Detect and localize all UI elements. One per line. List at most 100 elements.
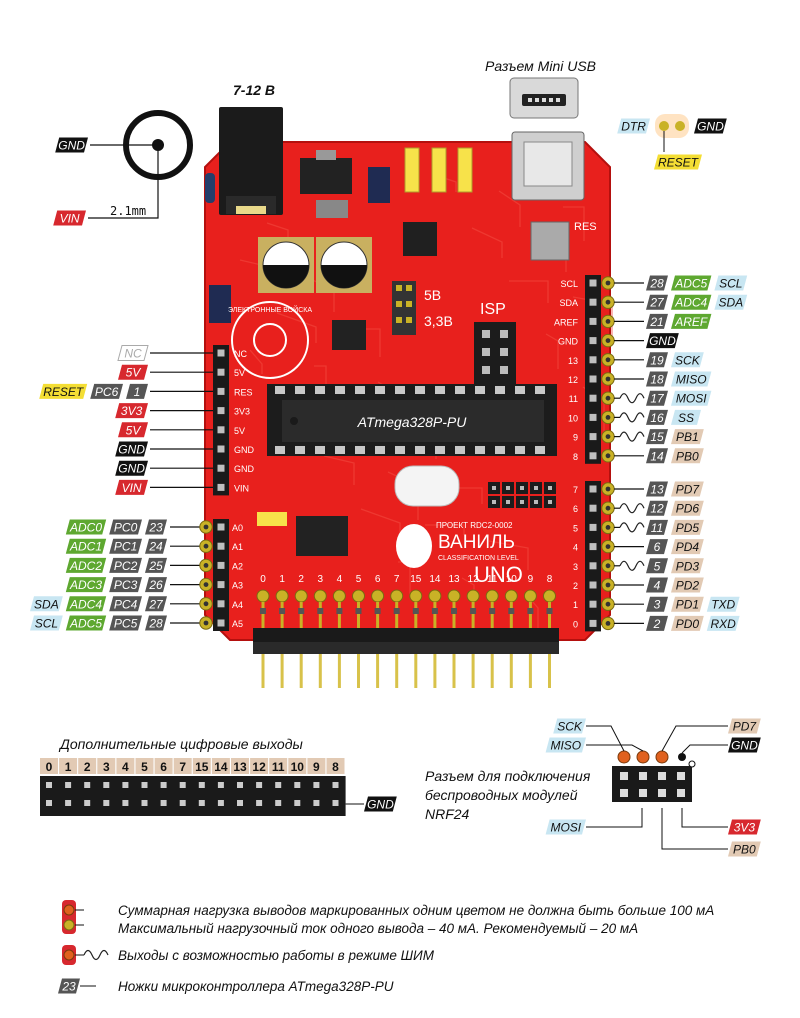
right-bot-silk-5: 2 [573,581,578,591]
right-bottom-labels-7-tag-0-shape [646,615,668,631]
bottom-pad-9 [428,589,442,603]
extra-num-13: 10 [291,760,305,774]
left-analog-5-tag-1-text: ADC5 [69,617,102,631]
bottom-pad-14 [523,589,537,603]
left-power-4-tag-0: 5V [118,422,148,438]
left-analog-pad-5-hole [203,620,209,626]
bottom-silk-8: 15 [410,574,422,585]
nrf-pd7-tag-0: PD7 [728,718,761,734]
bottom-silk-15: 8 [547,574,553,585]
left-power-2-tag-0-shape [39,383,88,399]
right-bot-silk-1: 6 [573,504,578,514]
bottom-pad-13 [504,589,518,603]
bottom-via-3 [317,608,324,614]
extra-pin-0-14 [313,782,320,788]
right-bottom-labels-0-tag-1-shape [671,481,704,497]
bottom-silk-12: 11 [487,574,498,585]
left-analog-5-tag-3: 28 [145,615,167,631]
right-top-labels-9-tag-1-text: PB0 [676,449,699,463]
mcu-pin-bot-2 [315,446,325,454]
left-analog-0-tag-0-text: ADC0 [69,521,102,535]
left-analog-3-tag-2-text: 26 [148,578,163,592]
bottom-pad-7 [390,589,404,603]
legend-mcu-pin-number-icon-text: 23 [61,980,76,994]
right-bottom-labels-6-tag-1: PD1 [671,596,704,612]
nrf-mosi-line [586,808,643,828]
nrf-label-line-2: беспроводных модулей [425,787,578,803]
mcu-pin-bot-3 [335,446,345,454]
right-top-labels-7-tag-1: SS [671,409,701,425]
right-bottom-labels-pad-6-hole [605,601,611,607]
power-header-pin-6 [217,464,225,472]
left-analog-2-tag-0: ADC2 [65,557,107,573]
digital-high-header-pin-1 [589,298,597,306]
cap-c3 [431,147,447,193]
left-power-2-tag-1: PC6 [90,383,123,399]
right-top-labels-pwm-8 [619,431,645,442]
bottom-silk-9: 14 [429,574,441,585]
extra-num-bg-0 [40,758,58,774]
extra-num-bg-1 [59,758,78,774]
right-top-labels-8-tag-1-shape [671,429,704,445]
nrf-pin-1-1 [639,789,647,797]
right-bottom-labels-6-tag-2: TXD [706,596,740,612]
nrf-mosi-tag-0: MOSI [545,819,586,835]
right-bottom-labels-2-tag-1-text: PD5 [676,521,700,535]
extra-pin-1-15 [332,800,339,806]
bottom-pin-leg-15 [548,654,551,688]
left-power-6-tag-0: GND [115,460,148,476]
mcu-pin-bot-4 [355,446,365,454]
right-bottom-labels-6-tag-1-text: PD1 [676,598,699,612]
bottom-via-10 [451,608,457,614]
logo-block: ЭЛЕКТРОННЫЕ ВОЙСКА [228,301,312,379]
nrf-pb0-line [661,808,728,850]
dtr-gnd-tag-0-text: GND [697,120,724,134]
extra-num-bg-12 [269,758,288,774]
jumper-pin-2-0 [396,317,402,323]
trace-11 [276,312,317,343]
legend-pad-orange [63,904,75,916]
right-top-labels-2-tag-1-text: AREF [674,315,708,329]
right-top-labels-8-tag-1: PB1 [671,429,704,445]
plug-gnd-tag-0-text: GND [58,139,85,153]
right-top-silk-8: 9 [573,433,578,443]
chip-dd3 [296,516,348,556]
right-top-labels-6-tag-0-text: 17 [650,392,665,406]
left-analog-pad-1-hole [203,543,209,549]
right-bot-silk-2: 5 [573,523,578,533]
right-top-labels-0-tag-0-shape [646,275,668,291]
trace-26 [471,227,503,258]
bottom-pad-1 [275,589,289,603]
nrf-miso-tag-0-shape [545,737,586,753]
right-top-labels-7-tag-0-text: 16 [650,411,664,425]
extra-num-1: 1 [65,760,72,774]
right-top-labels-9-tag-1: PB0 [671,448,704,464]
mcu-pin-top-8 [435,386,445,394]
digital-high-header-pin-5 [589,375,597,383]
left-power-0-tag-0-shape [117,345,149,361]
nrf-gnd-line [681,744,728,754]
bottom-silk-5: 5 [356,574,362,585]
mcu-pin-bot-0 [275,446,285,454]
right-top-labels-6-tag-0-shape [646,390,668,406]
digital-high-header-pin-9 [589,452,597,460]
mcu-pin-top-7 [415,386,425,394]
power-header-pin-1 [217,368,225,376]
dtr-label-tag-0-shape [617,118,650,134]
extra-num-bg-6 [154,758,173,774]
extra-num-bg-15 [326,758,345,774]
right-top-labels-7-tag-1-shape [671,409,701,425]
right-top-labels-9-tag-0: 14 [646,448,668,464]
nrf-sck-tag-0: SCK [553,718,586,734]
extra-num-bg-14 [307,758,326,774]
bottom-pin-leg-9 [433,654,437,688]
nrf-gnd-tag-0-text: GND [731,739,758,753]
trace-9 [563,206,585,241]
right-bottom-labels-1-tag-0: 12 [646,500,668,516]
diode-vd2 [368,167,390,203]
left-analog-5-tag-1: ADC5 [65,615,107,631]
right-top-labels-5-tag-0-text: 18 [650,373,664,387]
right-bottom-labels-5-tag-0-text: 4 [654,579,661,593]
